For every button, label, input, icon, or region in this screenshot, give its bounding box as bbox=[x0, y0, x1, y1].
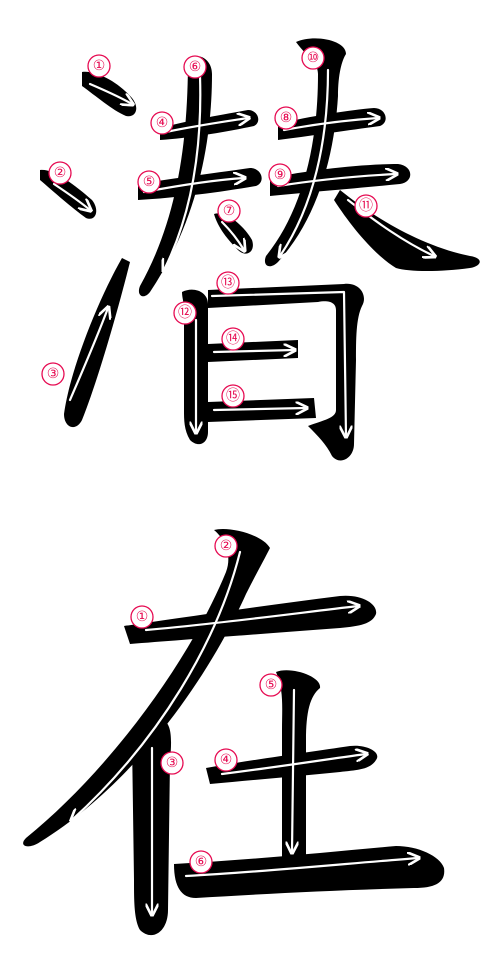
stroke-arrow-2 bbox=[72, 550, 242, 820]
stroke-arrows bbox=[72, 550, 418, 914]
stroke-body-1 bbox=[82, 71, 137, 117]
svg-text:⑫: ⑫ bbox=[178, 305, 192, 321]
stroke-label-6: ⑥ bbox=[183, 55, 207, 79]
svg-text:⑬: ⑬ bbox=[221, 275, 235, 291]
stroke-label-1: ① bbox=[87, 54, 111, 78]
svg-text:②: ② bbox=[220, 538, 233, 554]
stroke-arrow-6 bbox=[184, 858, 418, 878]
svg-text:⑪: ⑪ bbox=[359, 198, 373, 214]
stroke-label-3: ③ bbox=[160, 751, 184, 775]
stroke-arrow-14 bbox=[212, 350, 294, 352]
stroke-label-4: ④ bbox=[150, 111, 174, 135]
stroke-arrows bbox=[52, 68, 434, 436]
stroke-label-13: ⑬ bbox=[216, 271, 240, 295]
stroke-arrow-4 bbox=[164, 118, 248, 134]
stroke-label-5: ⑤ bbox=[259, 673, 283, 697]
stroke-arrow-5 bbox=[292, 688, 294, 852]
svg-text:④: ④ bbox=[220, 752, 233, 768]
stroke-body-5 bbox=[138, 168, 262, 200]
stroke-label-3: ③ bbox=[41, 362, 65, 386]
stroke-label-12: ⑫ bbox=[173, 301, 197, 325]
svg-text:③: ③ bbox=[47, 366, 60, 382]
stroke-label-2: ② bbox=[214, 534, 238, 558]
stroke-arrow-13 bbox=[210, 290, 346, 436]
stroke-label-9: ⑨ bbox=[268, 163, 292, 187]
stroke-arrow-7 bbox=[220, 220, 244, 250]
stroke-arrow-10 bbox=[280, 68, 330, 256]
stroke-labels: ① ② ③ ④ ⑤ ⑥ ⑦ ⑧ ⑨ ⑩ ⑪ ⑫ ⑬ ⑭ ⑮ bbox=[41, 46, 378, 408]
svg-text:①: ① bbox=[136, 609, 149, 625]
stroke-label-2: ② bbox=[48, 161, 72, 185]
svg-text:⑤: ⑤ bbox=[143, 174, 156, 190]
stroke-body-5 bbox=[276, 670, 321, 862]
stroke-body-2 bbox=[23, 528, 270, 847]
svg-text:⑨: ⑨ bbox=[274, 167, 287, 183]
stroke-arrow-2 bbox=[52, 182, 90, 210]
svg-text:⑤: ⑤ bbox=[265, 677, 278, 693]
svg-text:①: ① bbox=[93, 58, 106, 74]
stroke-label-6: ⑥ bbox=[189, 850, 213, 874]
stroke-arrow-15 bbox=[212, 408, 306, 410]
svg-text:④: ④ bbox=[156, 115, 169, 131]
svg-text:②: ② bbox=[54, 165, 67, 181]
stroke-label-15: ⑮ bbox=[221, 384, 245, 408]
stroke-labels: ① ② ③ ④ ⑤ ⑥ bbox=[130, 534, 283, 874]
svg-text:⑮: ⑮ bbox=[226, 388, 240, 404]
stroke-body-6 bbox=[138, 55, 212, 297]
stroke-arrow-1 bbox=[88, 82, 132, 104]
stroke-arrow-3 bbox=[68, 308, 108, 402]
stroke-label-7: ⑦ bbox=[217, 199, 241, 223]
stroke-arrow-6 bbox=[164, 74, 202, 270]
character-zai: ① ② ③ ④ ⑤ ⑥ bbox=[23, 528, 445, 936]
stroke-label-14: ⑭ bbox=[221, 327, 245, 351]
stroke-body-11 bbox=[334, 190, 480, 271]
stroke-body-6 bbox=[174, 846, 445, 898]
stroke-bodies bbox=[23, 528, 445, 936]
stroke-bodies bbox=[40, 38, 480, 461]
stroke-label-8: ⑧ bbox=[274, 106, 298, 130]
stroke-label-4: ④ bbox=[214, 748, 238, 772]
stroke-arrow-4 bbox=[220, 754, 366, 776]
stroke-body-13 bbox=[208, 283, 364, 461]
svg-text:⑩: ⑩ bbox=[307, 50, 320, 66]
stroke-label-1: ① bbox=[130, 605, 154, 629]
svg-text:③: ③ bbox=[166, 755, 179, 771]
svg-text:⑦: ⑦ bbox=[223, 203, 236, 219]
stroke-arrow-1 bbox=[144, 606, 358, 632]
stroke-arrow-8 bbox=[282, 118, 378, 132]
svg-text:⑭: ⑭ bbox=[226, 331, 240, 347]
svg-text:⑧: ⑧ bbox=[280, 110, 293, 126]
character-sen: ① ② ③ ④ ⑤ ⑥ ⑦ ⑧ ⑨ ⑩ ⑪ ⑫ ⑬ ⑭ ⑮ bbox=[40, 38, 480, 461]
stroke-body-3 bbox=[64, 258, 130, 428]
svg-text:⑥: ⑥ bbox=[189, 59, 202, 75]
stroke-body-10 bbox=[264, 38, 346, 267]
stroke-label-10: ⑩ bbox=[301, 46, 325, 70]
stroke-arrow-9 bbox=[276, 174, 396, 188]
stroke-label-11: ⑪ bbox=[354, 194, 378, 218]
stroke-label-5: ⑤ bbox=[137, 170, 161, 194]
svg-text:⑥: ⑥ bbox=[195, 854, 208, 870]
